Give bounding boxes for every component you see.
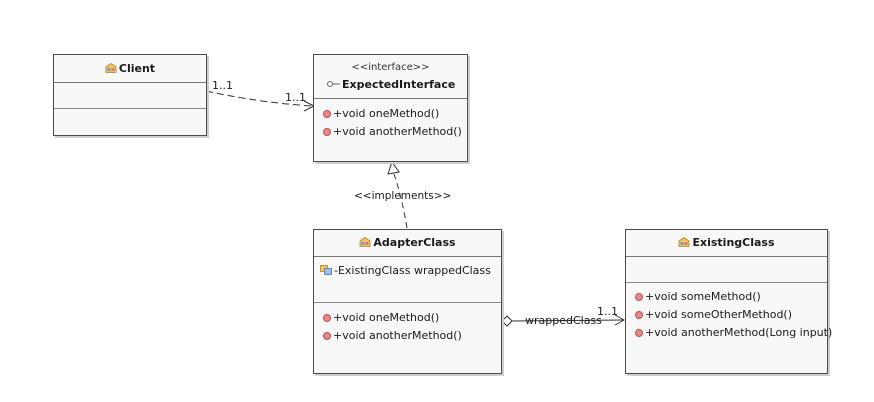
interface-name: ExpectedInterface — [342, 78, 456, 91]
realization-arrowhead — [387, 160, 400, 175]
method-row[interactable]: +void oneMethod() — [314, 105, 467, 123]
public-method-icon — [323, 128, 331, 136]
existing-header: ExistingClass — [626, 230, 827, 257]
adapter-header: AdapterClass — [314, 230, 501, 257]
existing-name: ExistingClass — [692, 236, 775, 249]
public-method-icon — [635, 329, 643, 337]
field-row[interactable]: -ExistingClass wrappedClass — [314, 262, 501, 280]
method-row[interactable]: +void someOtherMethod() — [626, 306, 827, 324]
expected-interface[interactable]: <<interface>> ExpectedInterface +void on… — [313, 54, 468, 162]
existing-attributes — [626, 257, 827, 283]
method-row[interactable]: +void anotherMethod(Long input) — [626, 324, 832, 342]
association-multiplicity: 1..1 — [597, 305, 618, 318]
client-attributes — [54, 83, 206, 109]
expected-header: <<interface>> ExpectedInterface — [314, 55, 467, 99]
association-label: wrappedClass — [525, 314, 602, 327]
class-icon — [359, 237, 371, 247]
method-row[interactable]: +void someMethod() — [626, 288, 827, 306]
interface-stereotype: <<interface>> — [351, 62, 430, 73]
dependency-line[interactable] — [205, 90, 313, 107]
aggregation-arrowhead — [614, 314, 626, 326]
interface-icon — [327, 81, 340, 87]
class-icon — [679, 237, 690, 247]
existing-class[interactable]: ExistingClass +void someMethod() +void s… — [625, 229, 832, 374]
method-row[interactable]: +void anotherMethod() — [314, 123, 467, 141]
method-row[interactable]: +void anotherMethod() — [314, 327, 501, 345]
client-class[interactable]: Client — [53, 54, 207, 136]
adapter-attributes: -ExistingClass wrappedClass — [314, 257, 501, 303]
adapter-class[interactable]: AdapterClass -ExistingClass wrappedClass… — [313, 229, 502, 374]
client-multiplicity: 1..1 — [212, 79, 233, 92]
implements-label: <<implements>> — [354, 190, 452, 202]
method-row[interactable]: +void oneMethod() — [314, 309, 501, 327]
adapter-name: AdapterClass — [373, 236, 456, 249]
existing-operations: +void someMethod() +void someOtherMethod… — [626, 283, 832, 342]
realization-line[interactable] — [393, 173, 408, 229]
aggregation-diamond — [501, 315, 513, 327]
field-icon — [320, 265, 332, 275]
public-method-icon — [323, 332, 331, 340]
aggregation-line[interactable] — [511, 319, 625, 322]
client-header: Client — [54, 55, 206, 83]
public-method-icon — [635, 293, 643, 301]
interface-multiplicity: 1..1 — [285, 91, 306, 104]
adapter-operations: +void oneMethod() +void anotherMethod() — [314, 303, 501, 345]
client-operations — [54, 109, 206, 135]
class-icon — [105, 63, 117, 73]
public-method-icon — [635, 311, 643, 319]
expected-operations: +void oneMethod() +void anotherMethod() — [314, 99, 467, 141]
client-name: Client — [118, 62, 156, 75]
public-method-icon — [323, 110, 331, 118]
public-method-icon — [323, 314, 331, 322]
